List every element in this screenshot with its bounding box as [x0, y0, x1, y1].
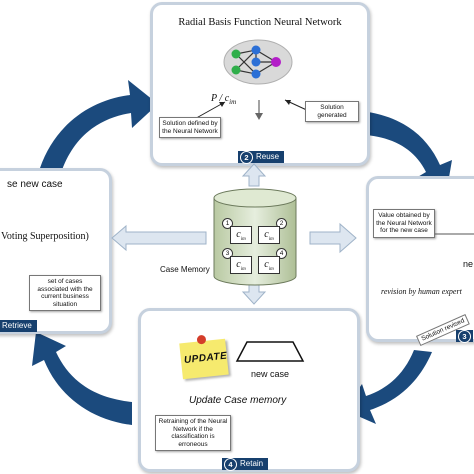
down-arrow-icon [255, 100, 263, 120]
retrieve-panel: se new case Voting Superposition) set of… [0, 168, 112, 334]
retain-panel: UPDATE new case Update Case memory Retra… [138, 308, 360, 472]
arrow-revise-to-retain [344, 350, 432, 424]
case-item-3: 3 cim [222, 248, 252, 276]
reuse-step-tag: 2 Reuse [238, 150, 285, 164]
arrow-retain-to-retrieve [32, 332, 132, 425]
step-number: 3 [458, 329, 471, 343]
reuse-formula: P / cim [211, 93, 237, 106]
arrow-left-to-retrieve [111, 224, 207, 252]
case-item-4: 4 cim [256, 248, 287, 276]
step-label: Retrieve [2, 321, 32, 330]
reuse-note-right: Solution generated [305, 101, 359, 122]
retain-note: Retraining of the Neural Network if the … [155, 415, 231, 451]
case-grid: 1 cim 2 cim 3 cim 4 cim [222, 218, 288, 280]
new-case-shape [235, 341, 305, 362]
retain-title: Update Case memory [189, 395, 287, 406]
pointer-arrow-right [435, 233, 474, 235]
new-case-label: new case [251, 369, 290, 379]
case-number: 2 [276, 218, 287, 229]
case-number: 3 [222, 248, 233, 259]
reuse-title: Radial Basis Function Neural Network [178, 17, 342, 28]
revise-caption: revision by human expert [381, 287, 462, 296]
case-card: cim [258, 226, 280, 244]
step-number: 2 [240, 150, 253, 164]
case-card: cim [230, 256, 252, 274]
retrieve-method: Voting Superposition) [1, 231, 89, 242]
revise-note: Value obtained by the Neural Network for… [373, 209, 435, 238]
arrow-up-to-reuse [241, 163, 267, 187]
step-number: 4 [224, 457, 237, 471]
case-memory-label: Case Memory [160, 265, 210, 274]
case-card: cim [230, 226, 252, 244]
retrieve-title: se new case [7, 179, 63, 190]
case-number: 1 [222, 218, 233, 229]
retain-step-tag: 4 Retain [222, 457, 269, 471]
case-item-2: 2 cim [256, 218, 287, 246]
case-number: 4 [276, 248, 287, 259]
arrow-right-to-revise [309, 222, 357, 254]
reuse-note-left: Solution defined by the Neural Network [159, 117, 221, 138]
case-card: cim [258, 256, 280, 274]
case-item-1: 1 cim [222, 218, 252, 246]
revise-partial-text: ne [463, 259, 474, 269]
arrow-reuse-to-revise [366, 112, 452, 195]
retrieve-step-tag: Retrieve [0, 320, 37, 332]
revise-step-number-badge: 3 [456, 329, 473, 343]
retrieve-note: set of cases associated with the current… [29, 275, 101, 311]
arrow-retrieve-to-reuse [40, 80, 158, 170]
neural-network-icon [223, 39, 293, 85]
reuse-panel: Radial Basis Function Neural Network P /… [150, 2, 370, 166]
step-label: Retain [240, 459, 264, 468]
step-label: Reuse [256, 152, 280, 161]
